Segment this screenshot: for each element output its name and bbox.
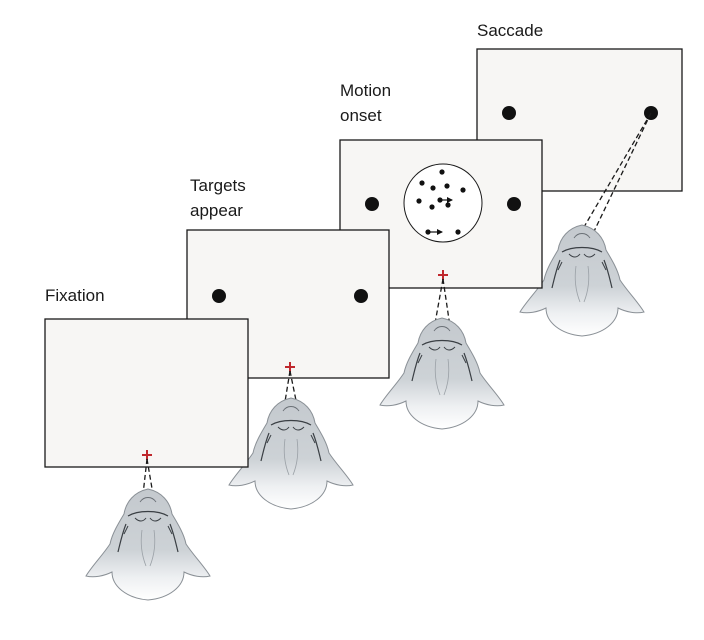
target-right-targets [354, 289, 368, 303]
stage-motion: Motion onset [339, 81, 543, 430]
target-left-targets [212, 289, 226, 303]
screen-fixation [44, 318, 249, 468]
random-dot-aperture [403, 163, 483, 243]
stage-label-saccade: Saccade [477, 21, 543, 40]
fixation-cross-icon [438, 270, 448, 280]
target-right-motion [507, 197, 521, 211]
monkey-head-icon [85, 488, 211, 601]
target-left-motion [365, 197, 379, 211]
stage-label-motion: Motion onset [340, 81, 396, 125]
stage-fixation: Fixation [44, 286, 249, 601]
fixation-cross-icon [285, 362, 295, 372]
fixation-cross-icon [142, 450, 152, 460]
moving-dots [416, 169, 466, 235]
stage-label-fixation: Fixation [45, 286, 105, 305]
sightlines-saccade [573, 112, 652, 249]
monkey-head-icon [379, 317, 505, 430]
target-left-saccade [502, 106, 516, 120]
stage-label-targets: Targets appear [190, 176, 250, 220]
